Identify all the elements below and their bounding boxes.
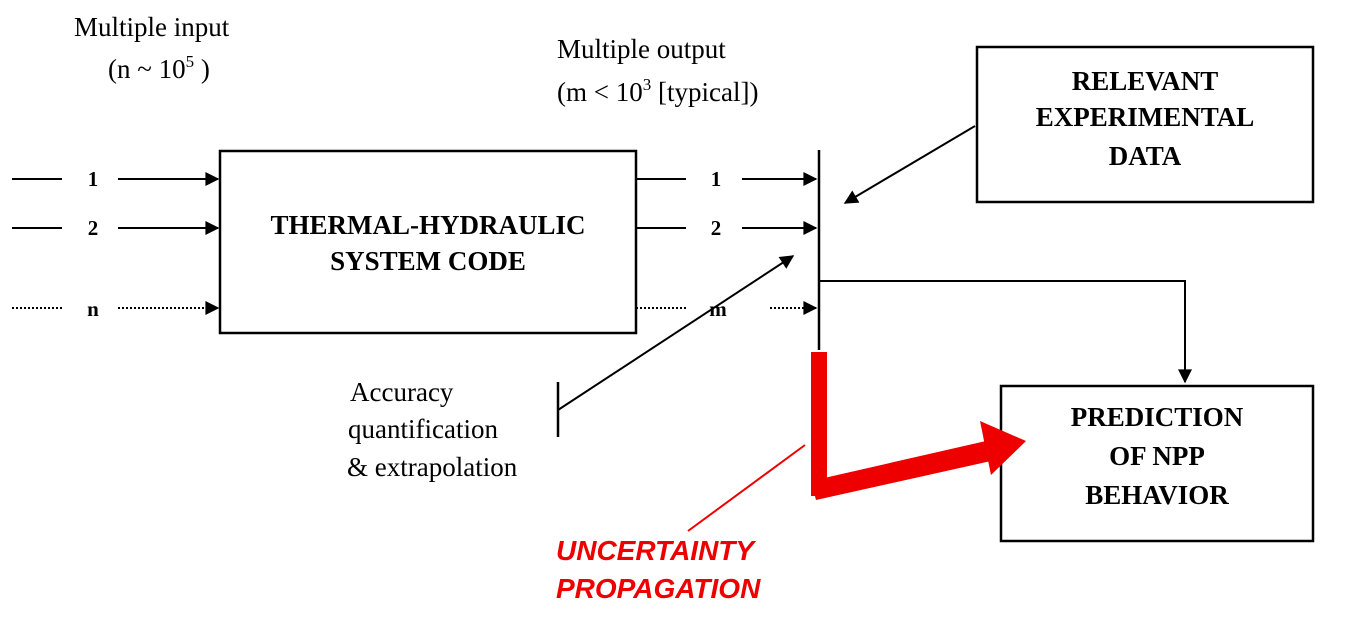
prediction-box: PREDICTION OF NPP BEHAVIOR xyxy=(999,384,1315,543)
uncertainty-arrow-head xyxy=(980,421,1026,475)
experimental-data-arrow xyxy=(843,125,976,204)
experimental-data-box: RELEVANT EXPERIMENTAL DATA xyxy=(975,45,1315,204)
input-lines: 1 2 n xyxy=(12,167,220,321)
accuracy-label-line-3: & extrapolation xyxy=(347,452,518,482)
prediction-box-line-2: OF NPP xyxy=(1109,441,1205,471)
output-count-label: (m < 103 [typical]) xyxy=(557,75,758,107)
uncertainty-pointer-line xyxy=(687,444,806,532)
code-box-frame xyxy=(218,149,638,335)
uncertainty-label-line-1: UNCERTAINTY xyxy=(556,535,756,566)
output-label-2: 2 xyxy=(711,216,722,240)
uncertainty-arrow-body xyxy=(811,441,991,500)
prediction-box-line-3: BEHAVIOR xyxy=(1085,480,1229,510)
prediction-box-line-1: PREDICTION xyxy=(1071,402,1244,432)
accuracy-label-line-1: Accuracy xyxy=(350,377,454,407)
input-label-1: 1 xyxy=(88,167,99,191)
code-box-line-2: SYSTEM CODE xyxy=(330,246,526,276)
output-lines: 1 2 m xyxy=(636,167,818,321)
experimental-box-line-2: EXPERIMENTAL xyxy=(1036,102,1255,132)
input-label-n: n xyxy=(87,297,99,321)
experimental-box-line-1: RELEVANT xyxy=(1072,66,1219,96)
output-label-1: 1 xyxy=(711,167,722,191)
input-label-2: 2 xyxy=(88,216,99,240)
experimental-box-frame xyxy=(975,45,1315,204)
code-box-line-1: THERMAL-HYDRAULIC xyxy=(270,210,585,240)
multiple-output-header: Multiple output (m < 103 [typical]) xyxy=(557,34,758,107)
prediction-feed-arrow xyxy=(819,280,1192,384)
input-count-label: (n ~ 105 ) xyxy=(108,52,210,84)
experimental-box-line-3: DATA xyxy=(1109,141,1182,171)
multiple-input-header: Multiple input (n ~ 105 ) xyxy=(74,12,230,84)
uncertainty-propagation: UNCERTAINTY PROPAGATION xyxy=(556,352,1026,604)
uncertainty-vertical-bar xyxy=(811,352,827,496)
thermal-hydraulic-code-box: THERMAL-HYDRAULIC SYSTEM CODE xyxy=(218,149,638,335)
accuracy-arrow xyxy=(557,255,795,411)
multiple-output-label: Multiple output xyxy=(557,34,726,64)
uncertainty-label-line-2: PROPAGATION xyxy=(556,573,761,604)
accuracy-label-line-2: quantification xyxy=(348,414,498,444)
accuracy-quantification: Accuracy quantification & extrapolation xyxy=(347,255,795,482)
multiple-input-label: Multiple input xyxy=(74,12,230,42)
